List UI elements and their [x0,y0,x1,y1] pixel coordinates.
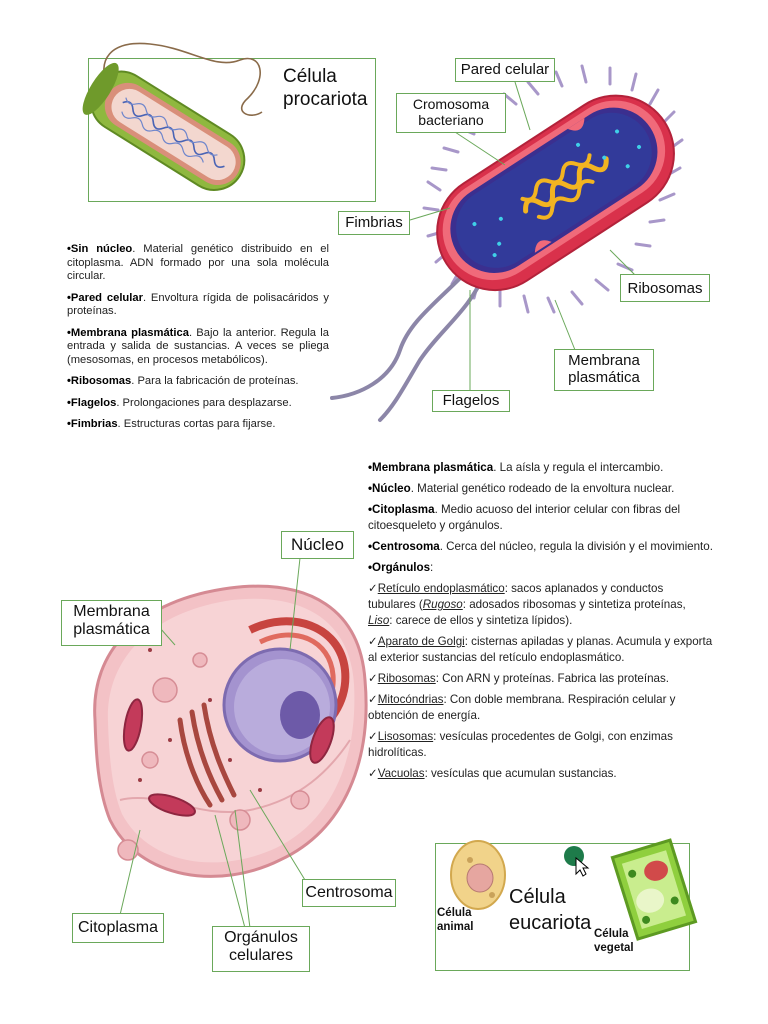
eukaryote-box-title: Célula eucariota [509,884,591,936]
label-membrana-pro-line1: Membrana [568,352,640,369]
label-ribosomas: Ribosomas [620,274,710,302]
label-membrana-eu-line2: plasmática [73,621,150,639]
label-organulos-line2: celulares [228,947,294,965]
organelle-mitocondrias: ✓Mitocóndrias: Con doble membrana. Respi… [368,693,676,722]
pro-bullet: •Fimbrias. Estructuras cortas para fijar… [67,418,276,430]
label-membrana-plasmatica-eu: Membrana plasmática [61,600,162,646]
eukaryote-box-title-line1: Célula [509,886,566,908]
label-celula-animal-line2: animal [437,921,474,933]
pro-bullet: •Sin núcleo. Material genético distribui… [67,243,330,282]
label-membrana-eu-line1: Membrana [73,603,150,620]
organelle-golgi: ✓Aparato de Golgi: cisternas apiladas y … [368,635,713,664]
label-centrosoma: Centrosoma [302,879,396,907]
label-celula-vegetal-line2: vegetal [594,942,634,954]
label-cromosoma-line2: bacteriano [418,112,484,129]
eu-bullet: •Orgánulos: [368,561,434,574]
label-membrana-pro-line2: plasmática [568,369,640,387]
label-cromosoma-line1: Cromosoma [412,96,490,112]
prokaryote-title: Célula procariota [283,65,368,111]
organelle-ribosomas: ✓Ribosomas: Con ARN y proteínas. Fabrica… [368,672,669,685]
label-fimbrias: Fimbrias [338,211,410,235]
eu-bullet: •Centrosoma. Cerca del núcleo, regula la… [368,540,713,553]
eukaryote-box-title-line2: eucariota [509,912,592,934]
label-citoplasma: Citoplasma [72,913,164,943]
label-celula-vegetal: Célula vegetal [594,927,634,955]
label-organulos-line1: Orgánulos [224,929,298,946]
label-membrana-plasmatica-pro: Membrana plasmática [554,349,654,391]
label-celula-animal-line1: Célula [437,907,472,919]
pro-bullet: •Ribosomas. Para la fabricación de prote… [67,375,299,387]
organelle-re: ✓Retículo endoplasmático: sacos aplanado… [368,582,686,627]
label-celula-vegetal-line1: Célula [594,928,629,940]
label-nucleo: Núcleo [281,531,354,559]
label-flagelos: Flagelos [432,390,510,412]
eu-bullet: •Núcleo. Material genético rodeado de la… [368,482,675,495]
prokaryote-title-line1: Célula [283,66,337,87]
eukaryote-bullets: •Membrana plasmática. La aísla y regula … [368,460,713,787]
eu-bullet: •Membrana plasmática. La aísla y regula … [368,461,664,474]
prokaryote-title-line2: procariota [283,89,368,110]
organelle-vacuolas: ✓Vacuolas: vesículas que acumulan sustan… [368,767,617,780]
prokaryote-bullets: •Sin núcleo. Material genético distribui… [67,243,329,440]
pro-bullet: •Membrana plasmática. Bajo la anterior. … [67,326,329,366]
label-pared-celular: Pared celular [455,58,555,82]
pro-bullet: •Pared celular. Envoltura rígida de poli… [67,291,329,318]
organelle-lisosomas: ✓Lisosomas: vesículas procedentes de Gol… [368,730,673,759]
label-cromosoma-bacteriano: Cromosoma bacteriano [396,93,506,133]
pro-bullet: •Flagelos. Prolongaciones para desplazar… [67,396,292,409]
label-celula-animal: Célula animal [437,906,473,934]
eu-bullet: •Citoplasma. Medio acuoso del interior c… [368,503,681,532]
label-organulos-celulares: Orgánulos celulares [212,926,310,972]
